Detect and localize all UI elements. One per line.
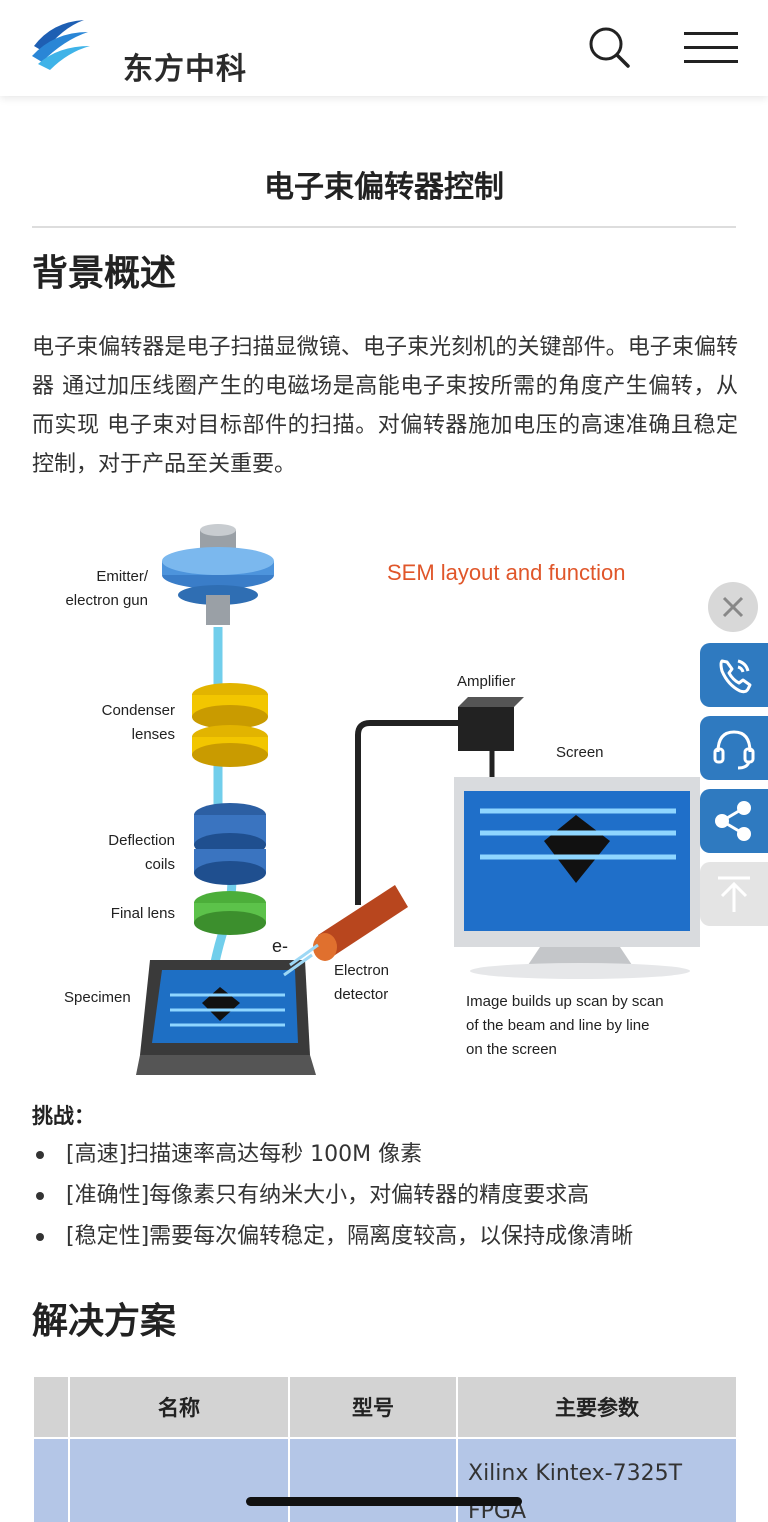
figure-title: SEM layout and function <box>387 560 625 585</box>
challenge-item: [高速]扫描速率高达每秒 100M 像素 <box>32 1134 736 1175</box>
final-lens-illustration <box>194 891 266 935</box>
label-detector-2: detector <box>334 986 388 1003</box>
headset-icon <box>713 730 755 770</box>
label-screen: Screen <box>556 744 604 761</box>
brand-logo[interactable]: 东方中科 <box>28 12 248 87</box>
label-condenser-2: lenses <box>132 726 175 743</box>
label-emitter-1: Emitter/ <box>96 568 149 585</box>
back-to-top-button[interactable] <box>700 862 768 926</box>
label-deflection-2: coils <box>145 856 175 873</box>
label-condenser-1: Condenser <box>102 702 175 719</box>
label-detector-1: Electron <box>334 962 389 979</box>
label-emitter-2: electron gun <box>65 592 148 609</box>
brand-name: 东方中科 <box>123 52 247 87</box>
hamburger-menu-icon <box>684 32 738 63</box>
table-header-row: 名称 型号 主要参数 <box>32 1375 738 1439</box>
challenge-list: [高速]扫描速率高达每秒 100M 像素 [准确性]每像素只有纳米大小，对偏转器… <box>32 1134 736 1257</box>
search-button[interactable] <box>586 24 632 70</box>
challenge-label: 挑战： <box>32 1104 95 1128</box>
amplifier-illustration <box>458 697 524 777</box>
solution-table: 名称 型号 主要参数 Xilinx Kintex-7325T FPGA <box>32 1375 738 1522</box>
background-paragraph: 电子束偏转器是电子扫描显微镜、电子束光刻机的关键部件。电子束偏转器 通过加压线圈… <box>32 335 738 477</box>
caption-line-1: Image builds up scan by scan <box>466 993 664 1010</box>
page-title: 电子束偏转器控制 <box>264 170 504 205</box>
label-amplifier: Amplifier <box>457 673 515 690</box>
caption-line-2: of the beam and line by line <box>466 1017 649 1034</box>
electron-gun-illustration <box>162 524 274 625</box>
close-icon <box>722 596 744 618</box>
table-cell: Xilinx Kintex-7325T FPGA <box>456 1437 738 1522</box>
phone-button[interactable] <box>700 643 768 707</box>
sem-diagram: SEM layout and function Emitter/ electro… <box>64 524 700 1075</box>
deflection-coils-illustration <box>194 803 266 885</box>
top-header: 东方中科 <box>0 0 768 96</box>
share-button[interactable] <box>700 789 768 853</box>
table-row: Xilinx Kintex-7325T FPGA <box>32 1437 738 1522</box>
table-cell <box>68 1437 290 1522</box>
electron-detector-illustration <box>283 720 490 977</box>
table-header <box>32 1375 70 1439</box>
table-cell <box>32 1437 70 1522</box>
phone-icon <box>719 659 752 694</box>
specimen-illustration <box>136 960 316 1075</box>
share-icon <box>715 801 751 841</box>
screen-illustration <box>454 777 700 979</box>
back-to-top-icon <box>718 876 750 912</box>
label-eminus: e- <box>272 936 288 956</box>
table-header: 主要参数 <box>456 1375 738 1439</box>
label-deflection-1: Deflection <box>108 832 175 849</box>
label-final-lens: Final lens <box>111 905 175 922</box>
challenge-item: [稳定性]需要每次偏转稳定，隔离度较高，以保持成像清晰 <box>32 1216 736 1257</box>
solution-heading: 解决方案 <box>32 1301 177 1342</box>
title-divider <box>32 226 736 228</box>
table-cell <box>288 1437 458 1522</box>
customer-service-button[interactable] <box>700 716 768 780</box>
challenge-item: [准确性]每像素只有纳米大小，对偏转器的精度要求高 <box>32 1175 736 1216</box>
caption-line-3: on the screen <box>466 1041 557 1058</box>
table-header: 名称 <box>68 1375 290 1439</box>
condenser-lens-illustration <box>192 683 268 767</box>
table-header: 型号 <box>288 1375 458 1439</box>
menu-button[interactable] <box>684 30 738 66</box>
label-specimen: Specimen <box>64 989 131 1006</box>
search-icon <box>589 27 630 68</box>
background-heading: 背景概述 <box>32 253 177 294</box>
home-indicator[interactable] <box>246 1497 522 1506</box>
brand-logo-icon <box>32 20 90 70</box>
close-float-button[interactable] <box>708 582 758 632</box>
